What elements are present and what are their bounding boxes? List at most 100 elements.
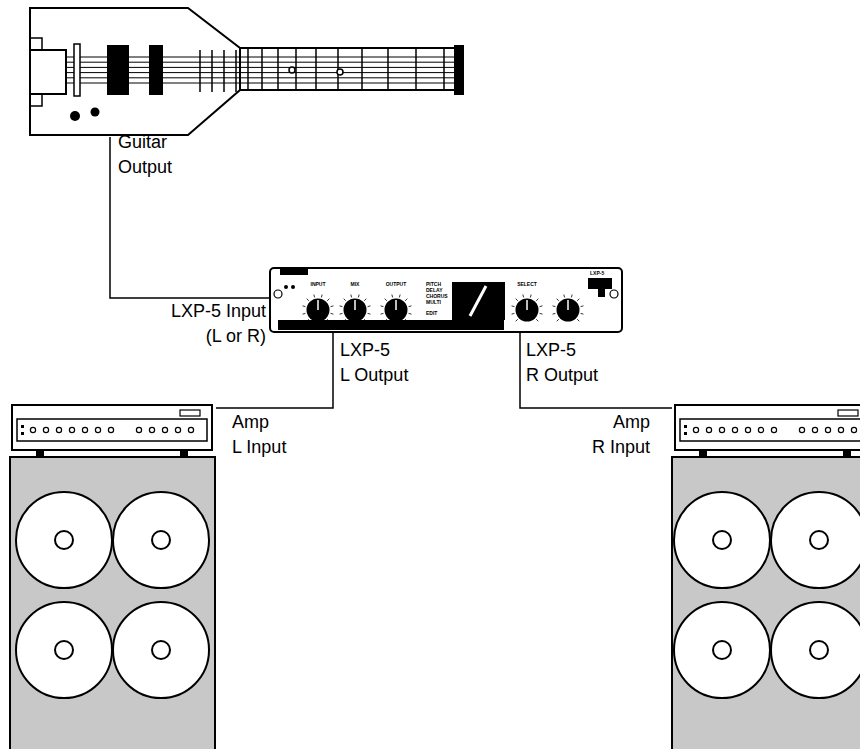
knob-tick — [327, 299, 329, 301]
knob-tick — [512, 305, 515, 307]
fret — [199, 50, 201, 92]
knob-tick — [399, 295, 401, 298]
knob-tick — [331, 305, 334, 307]
fret — [261, 48, 263, 90]
knob-pointer — [395, 300, 397, 310]
amp-control — [82, 427, 87, 432]
amp-control — [149, 427, 154, 432]
knob-tick — [340, 305, 343, 307]
fret — [415, 48, 417, 90]
knob-tick — [512, 313, 515, 315]
amp-control — [95, 427, 100, 432]
knob-tick — [522, 295, 524, 298]
knob-tick — [571, 295, 573, 298]
knob-tick — [381, 305, 384, 307]
knob-tick — [577, 319, 579, 321]
amp-control — [812, 427, 817, 432]
amp-control — [162, 427, 167, 432]
knob-tick — [364, 299, 366, 301]
amp-jack — [21, 432, 24, 435]
amp-control — [43, 427, 48, 432]
knob-tick — [303, 305, 306, 307]
knob-tick — [358, 295, 360, 298]
panel-label: MIX — [351, 281, 360, 287]
knob-tick — [516, 299, 518, 301]
panel-label: PITCH — [426, 281, 441, 287]
knob — [385, 299, 408, 322]
knob-tick — [344, 299, 346, 301]
knob-tick — [577, 299, 579, 301]
amp-control — [69, 427, 74, 432]
amp-control — [838, 427, 843, 432]
amp-control — [799, 427, 804, 432]
panel-label: DELAY — [426, 287, 443, 293]
amp-stack — [10, 405, 215, 749]
amp-control — [108, 427, 113, 432]
knob-tick — [563, 295, 565, 298]
amp-control — [136, 427, 141, 432]
amp-control — [719, 427, 724, 432]
amp-control — [851, 427, 856, 432]
amp-control — [745, 427, 750, 432]
knob-tick — [381, 313, 384, 315]
amp-control — [771, 427, 776, 432]
panel-label: MULTI — [426, 299, 441, 305]
amp-stack — [672, 405, 860, 749]
amp-control — [30, 427, 35, 432]
connection-label: LXP-5 R Output — [526, 338, 608, 388]
connection-label: LXP-5 L Output — [340, 338, 418, 388]
knob-tick — [405, 299, 407, 301]
cable — [520, 332, 672, 408]
effects-unit: LXP-5 Input (L or R)LXP-5 L OutputLXP-5 … — [270, 268, 622, 332]
amp-control — [56, 427, 61, 432]
amp-jack — [684, 432, 687, 435]
amp-control — [693, 427, 698, 432]
knob-tick — [540, 305, 543, 307]
knob-tick — [557, 299, 559, 301]
amp-control — [825, 427, 830, 432]
knob — [307, 299, 330, 322]
knob-tick — [368, 305, 371, 307]
amp-control — [175, 427, 180, 432]
knob-tick — [557, 319, 559, 321]
panel-label: INPUT — [311, 281, 326, 287]
knob-tick — [391, 295, 393, 298]
knob-tick — [321, 295, 323, 298]
knob-tick — [540, 313, 543, 315]
connection-label: Amp L Input — [232, 410, 296, 460]
fret — [387, 48, 389, 90]
knob-tick — [516, 319, 518, 321]
amp-control — [188, 427, 193, 432]
guitar-drawing — [30, 8, 463, 135]
knob-tick — [409, 305, 412, 307]
knob-pointer — [567, 300, 569, 310]
knob-tick — [303, 313, 306, 315]
fret — [223, 50, 225, 92]
amp-control — [732, 427, 737, 432]
fret — [277, 48, 279, 90]
panel-label: EDIT — [426, 310, 437, 316]
knob-tick — [350, 295, 352, 298]
amp-control — [706, 427, 711, 432]
fret — [315, 48, 317, 90]
knob — [557, 299, 580, 322]
knob-tick — [553, 305, 556, 307]
amp-jack — [684, 425, 687, 428]
knob-tick — [385, 299, 387, 301]
knob-pointer — [526, 300, 528, 310]
knob-tick — [581, 313, 584, 315]
amplifier: Amp R Input — [672, 404, 860, 749]
fret — [443, 48, 445, 90]
fret — [235, 50, 237, 92]
knob-tick — [409, 313, 412, 315]
fret — [247, 48, 249, 90]
knob-tick — [553, 313, 556, 315]
amp-jack — [21, 425, 24, 428]
guitar: Guitar Output — [28, 6, 462, 137]
knob-tick — [536, 319, 538, 321]
knob-pointer — [317, 300, 319, 310]
fret — [361, 48, 363, 90]
